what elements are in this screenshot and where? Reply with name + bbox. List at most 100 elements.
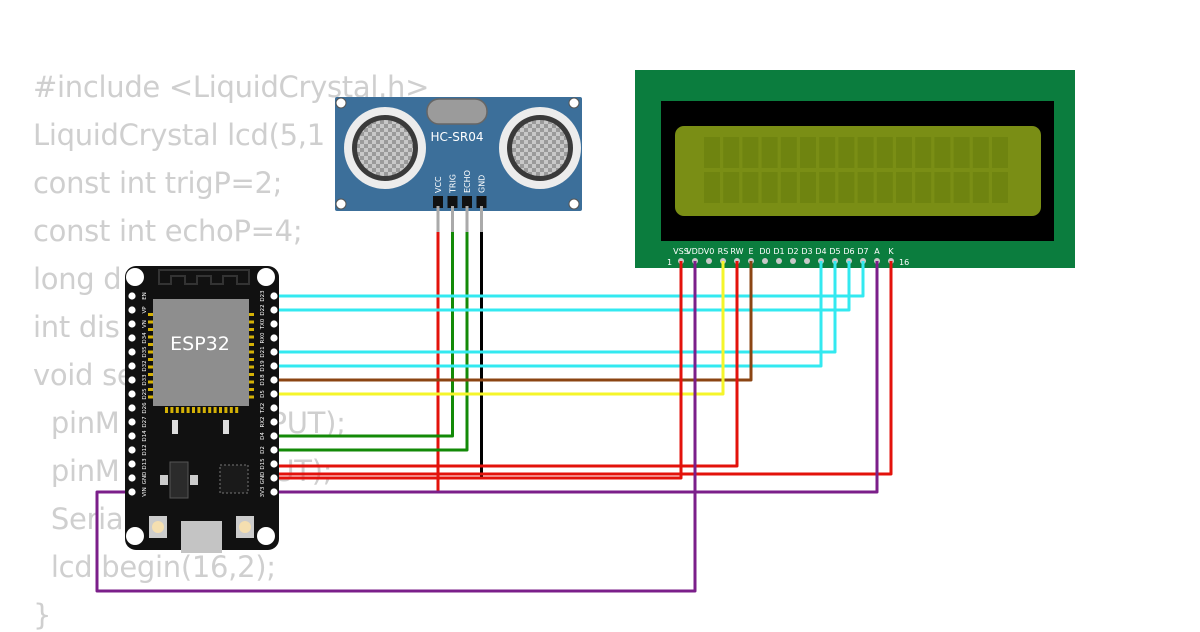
mount-hole [257,268,275,286]
esp32-pin-label: D14 [142,430,148,442]
lcd-cell [723,172,740,203]
esp32-pin-left[interactable] [128,362,136,370]
sensor-pin-header [433,196,487,232]
esp32-pin-label: D5 [260,390,266,398]
code-line: long d [33,262,122,296]
wire [274,261,753,382]
code-line: } [33,598,52,632]
lcd-cell [992,172,1008,203]
esp32-antenna [158,269,250,285]
lcd-pin[interactable] [804,258,810,264]
lcd-cell [972,172,989,203]
esp32-pin-label: D26 [142,402,148,414]
esp32-pin-right[interactable] [270,306,278,314]
esp32-pin-right[interactable] [270,390,278,398]
lcd-cell [915,172,932,203]
lcd-cell [857,137,874,168]
esp32-pin-label: 3V3 [260,486,266,497]
esp32-board: ESP32 ENVPVND34D35D32D33D25D26D27D14D12D… [125,266,279,553]
esp32-module-shield [153,299,249,406]
lcd-cell [838,172,855,203]
sensor-pin[interactable] [462,196,472,208]
lcd-pin[interactable] [790,258,796,264]
lcd-pin-label: D2 [787,247,798,256]
esp32-pin-right[interactable] [270,432,278,440]
esp32-pin-label: VIN [142,487,148,497]
wire [274,261,823,368]
esp32-pin-right[interactable] [270,334,278,342]
esp32-pin-left[interactable] [128,376,136,384]
esp32-pin-left[interactable] [128,488,136,496]
lcd-cell [761,172,778,203]
lcd-cell [896,137,912,168]
lcd-cell [723,137,740,168]
esp32-pin-label: D13 [142,458,148,470]
esp32-pin-right[interactable] [270,320,278,328]
lcd-cell [838,137,855,168]
mount-hole [257,527,275,545]
wire [274,261,683,480]
code-line: const int trigP=2; [33,166,283,200]
lcd-pin[interactable] [776,258,782,264]
lcd-pin[interactable] [762,258,768,264]
lcd-pin-label: RW [730,247,743,256]
mount-hole [126,268,144,286]
esp32-pin-label: VN [142,320,148,328]
sensor-pin-label: GND [478,175,487,193]
esp32-pin-label: D27 [142,416,148,428]
esp32-pin-right[interactable] [270,404,278,412]
esp32-pin-left[interactable] [128,446,136,454]
esp32-pin-right[interactable] [270,418,278,426]
esp32-pin-right[interactable] [270,460,278,468]
sensor-pin-label: ECHO [463,170,472,193]
lcd-cell [742,172,759,203]
esp32-pin-right[interactable] [270,376,278,384]
transducer-right [499,107,581,189]
lcd-cell [934,137,951,168]
sensor-pin[interactable] [476,196,487,208]
lcd-cell [876,137,893,168]
esp32-pin-left[interactable] [128,320,136,328]
esp32-pin-left[interactable] [128,334,136,342]
esp32-pin-left[interactable] [128,348,136,356]
sensor-pin[interactable] [447,196,458,208]
lcd-pin-label: D0 [759,247,770,256]
wire [274,261,865,298]
esp32-pin-left[interactable] [128,390,136,398]
esp32-pin-left[interactable] [128,460,136,468]
code-line: const int echoP=4; [33,214,303,248]
sensor-pin[interactable] [433,196,443,208]
lcd-cell [857,172,874,203]
esp32-pin-left[interactable] [128,306,136,314]
lcd-pin-label: VSS [673,247,689,256]
lcd-cell [953,172,970,203]
esp32-pin-left[interactable] [128,474,136,482]
lcd-pin-label: D3 [801,247,812,256]
esp32-pin-right[interactable] [270,348,278,356]
esp32-pin-left[interactable] [128,404,136,412]
esp32-pin-right[interactable] [270,474,278,482]
sensor-label: HC-SR04 [431,130,484,144]
esp32-pin-right[interactable] [270,488,278,496]
lcd-cell [819,172,836,203]
esp32-pin-left[interactable] [128,418,136,426]
lcd-cell [800,137,816,168]
esp32-pin-right[interactable] [270,446,278,454]
esp32-pin-left[interactable] [128,432,136,440]
lcd-pin-label: D5 [829,247,840,256]
transducer-left [344,107,426,189]
esp32-pin-label: D4 [260,432,266,440]
lcd-pin-label: D7 [857,247,868,256]
esp32-pin-left[interactable] [128,292,136,300]
lcd-cell [742,137,759,168]
lcd-cell [992,137,1008,168]
esp32-pin-right[interactable] [270,362,278,370]
esp32-pin-right[interactable] [270,292,278,300]
esp32-pin-label: D15 [260,458,266,470]
usb-uart-chip [219,464,249,494]
esp32-pin-label: D19 [260,360,266,372]
lcd-pin[interactable] [706,258,712,264]
